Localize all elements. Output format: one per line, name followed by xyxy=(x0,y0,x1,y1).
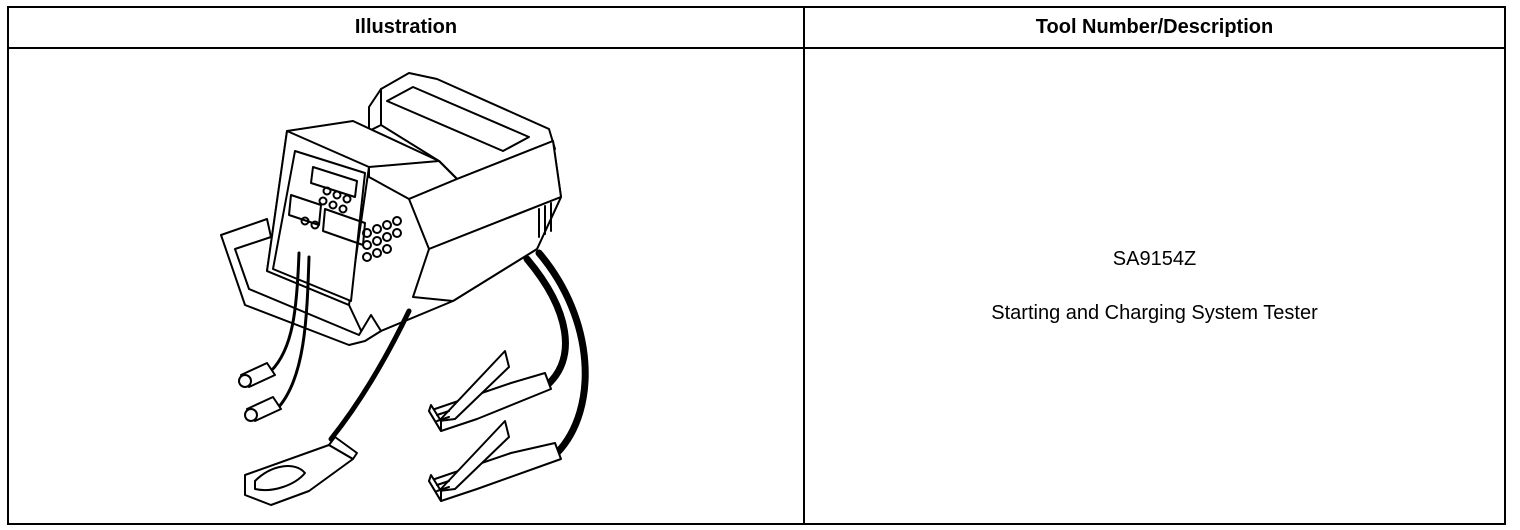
description-cell: SA9154Z Starting and Charging System Tes… xyxy=(803,47,1506,525)
header-tool-number-description: Tool Number/Description xyxy=(803,6,1506,49)
tester-illustration-icon xyxy=(220,72,589,506)
battery-clamp-2 xyxy=(428,420,562,502)
header-row: Illustration Tool Number/Description xyxy=(7,6,1506,49)
tester-side-vents xyxy=(538,202,552,238)
tool-number: SA9154Z xyxy=(1112,247,1197,270)
table-row: SA9154Z Starting and Charging System Tes… xyxy=(7,47,1506,525)
battery-clamp-1 xyxy=(428,350,552,432)
battery-cables xyxy=(523,249,589,457)
connector-plug-2 xyxy=(244,396,282,422)
tester-display-panel xyxy=(272,150,402,302)
header-illustration: Illustration xyxy=(7,6,805,49)
illustration-cell xyxy=(7,47,805,525)
tool-description: Starting and Charging System Tester xyxy=(991,301,1318,324)
inductive-cables xyxy=(269,251,412,442)
amp-clamp xyxy=(244,436,358,506)
tool-table: Illustration Tool Number/Description xyxy=(7,6,1506,525)
connector-plug-1 xyxy=(238,362,276,388)
tester-handle xyxy=(220,218,382,346)
